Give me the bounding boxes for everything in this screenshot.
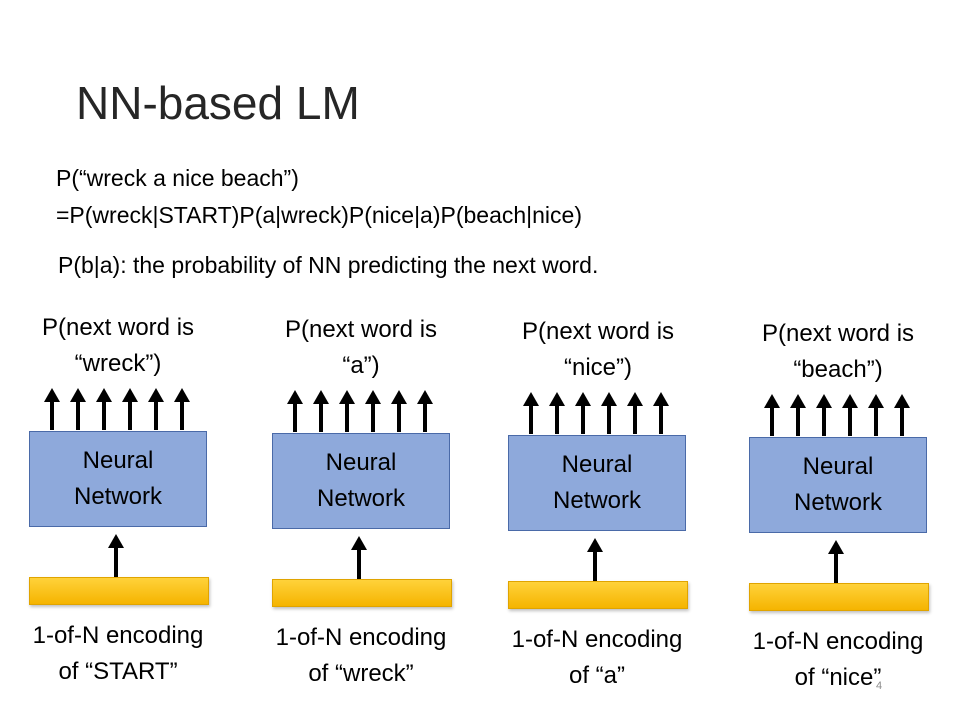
chain-rule-expansion: =P(wreck|START)P(a|wreck)P(nice|a)P(beac…: [56, 202, 582, 228]
nn-label-line-2: Network: [73, 483, 163, 510]
input-encoding-label: 1-of-N encoding of “wreck”: [241, 620, 481, 692]
output-probability-label: P(next word is “nice”): [478, 314, 718, 386]
up-arrow: [339, 390, 355, 432]
up-arrow: [70, 388, 86, 430]
nn-label-line-1: Neural: [561, 451, 633, 478]
sentence-probability: P(“wreck a nice beach”): [56, 165, 299, 191]
input-arrow: [828, 540, 844, 584]
output-label-line-1: P(next word is: [284, 316, 438, 343]
up-arrow: [174, 388, 190, 430]
output-label-line-1: P(next word is: [41, 314, 195, 341]
slide-title: NN-based LM: [76, 77, 360, 129]
output-label-line-2: “a”): [342, 352, 380, 379]
input-encoding-label: 1-of-N encoding of “a”: [477, 622, 717, 694]
up-arrow: [842, 394, 858, 436]
up-arrow: [828, 540, 844, 584]
output-label-line-2: “nice”): [563, 354, 632, 381]
up-arrow: [44, 388, 60, 430]
output-arrows: [287, 390, 433, 432]
input-label-line-1: 1-of-N encoding: [752, 628, 924, 655]
up-arrow: [122, 388, 138, 430]
up-arrow: [601, 392, 617, 434]
output-label-line-2: “wreck”): [74, 350, 162, 377]
up-arrow: [391, 390, 407, 432]
encoding-bar: [508, 581, 688, 609]
input-arrow: [108, 534, 124, 578]
output-arrows: [523, 392, 669, 434]
up-arrow: [351, 536, 367, 580]
input-encoding-label: 1-of-N encoding of “nice”: [718, 624, 958, 696]
nn-label-line-1: Neural: [802, 453, 874, 480]
input-arrow: [587, 538, 603, 582]
neural-network-box: Neural Network: [29, 431, 207, 527]
neural-network-box: Neural Network: [272, 433, 450, 529]
nn-label-line-2: Network: [793, 489, 883, 516]
nn-label-line-2: Network: [316, 485, 406, 512]
neural-network-box: Neural Network: [749, 437, 927, 533]
encoding-bar: [272, 579, 452, 607]
input-arrow: [351, 536, 367, 580]
up-arrow: [790, 394, 806, 436]
output-probability-label: P(next word is “beach”): [718, 316, 958, 388]
up-arrow: [313, 390, 329, 432]
output-probability-label: P(next word is “wreck”): [0, 310, 238, 382]
up-arrow: [587, 538, 603, 582]
up-arrow: [816, 394, 832, 436]
up-arrow: [764, 394, 780, 436]
up-arrow: [627, 392, 643, 434]
up-arrow: [108, 534, 124, 578]
nn-label-line-2: Network: [552, 487, 642, 514]
encoding-bar: [29, 577, 209, 605]
up-arrow: [549, 392, 565, 434]
output-label-line-1: P(next word is: [761, 320, 915, 347]
input-label-line-1: 1-of-N encoding: [511, 626, 683, 653]
input-encoding-label: 1-of-N encoding of “START”: [0, 618, 238, 690]
output-arrows: [764, 394, 910, 436]
encoding-bar: [749, 583, 929, 611]
nn-label-line-1: Neural: [325, 449, 397, 476]
input-label-line-2: of “a”: [568, 662, 625, 689]
up-arrow: [148, 388, 164, 430]
up-arrow: [417, 390, 433, 432]
up-arrow: [287, 390, 303, 432]
conditional-probability-note: P(b|a): the probability of NN predicting…: [58, 252, 599, 278]
input-label-line-1: 1-of-N encoding: [32, 622, 204, 649]
output-probability-label: P(next word is “a”): [241, 312, 481, 384]
output-arrows: [44, 388, 190, 430]
up-arrow: [868, 394, 884, 436]
input-label-line-2: of “START”: [58, 658, 178, 685]
output-label-line-1: P(next word is: [521, 318, 675, 345]
neural-network-box: Neural Network: [508, 435, 686, 531]
up-arrow: [575, 392, 591, 434]
up-arrow: [96, 388, 112, 430]
up-arrow: [523, 392, 539, 434]
up-arrow: [894, 394, 910, 436]
up-arrow: [653, 392, 669, 434]
nn-label-line-1: Neural: [82, 447, 154, 474]
up-arrow: [365, 390, 381, 432]
page-number: 4: [876, 680, 883, 692]
output-label-line-2: “beach”): [793, 356, 883, 383]
input-label-line-1: 1-of-N encoding: [275, 624, 447, 651]
input-label-line-2: of “nice”: [794, 664, 882, 691]
input-label-line-2: of “wreck”: [308, 660, 414, 687]
